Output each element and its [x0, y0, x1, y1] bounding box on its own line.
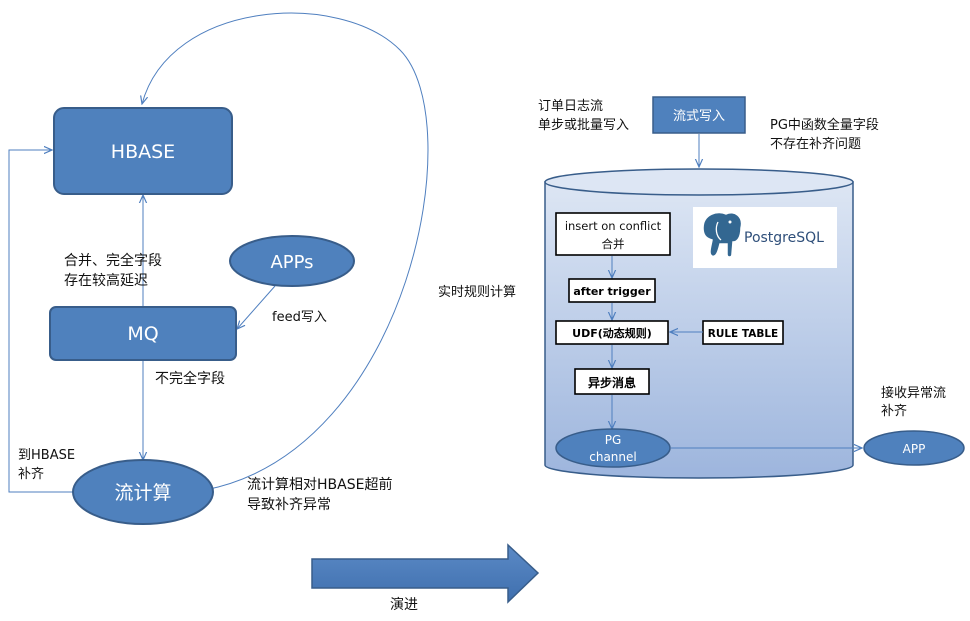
mq-label: MQ [127, 323, 158, 345]
stream-compute-node: 流计算 [72, 459, 214, 525]
pg-channel-line2: channel [589, 450, 636, 464]
stream-write-node: 流式写入 [652, 96, 746, 134]
rule-table-label: RULE TABLE [708, 328, 778, 340]
hbase-label: HBASE [111, 141, 175, 163]
feed-label: feed写入 [272, 310, 327, 325]
pg-note-line2: 不存在补齐问题 [770, 136, 861, 152]
after-trigger-box: after trigger [568, 278, 656, 303]
async-message-label: 异步消息 [588, 375, 636, 390]
apps-label: APPs [270, 252, 313, 273]
app-label: APP [903, 442, 926, 456]
realtime-rule-label: 实时规则计算 [438, 285, 516, 300]
receive-note-line2: 补齐 [881, 403, 907, 419]
stream-compute-label: 流计算 [114, 482, 171, 504]
evolution-label: 演进 [390, 597, 418, 613]
rule-table-box: RULE TABLE [702, 320, 784, 345]
insert-on-conflict-line1: insert on conflict [565, 219, 662, 233]
order-note-line2: 单步或批量写入 [538, 118, 629, 133]
postgresql-logo: PostgreSQL [693, 207, 837, 268]
insert-on-conflict-line2: 合并 [602, 237, 625, 251]
to-hbase-note-line1: 到HBASE [18, 448, 75, 463]
stream-note-line1: 流计算相对HBASE超前 [247, 476, 392, 493]
mq-node: MQ [49, 306, 237, 361]
elephant-icon [702, 211, 743, 258]
receive-note-line1: 接收异常流 [881, 385, 946, 401]
stream-note-line2: 导致补齐异常 [247, 497, 331, 513]
to-hbase-note-line2: 补齐 [18, 466, 44, 482]
loop-connector [142, 12, 429, 491]
incomplete-fields-label: 不完全字段 [155, 370, 225, 387]
udf-label: UDF(动态规则) [572, 326, 652, 340]
insert-on-conflict-box: insert on conflict 合并 [555, 212, 671, 256]
stream-write-label: 流式写入 [673, 109, 725, 124]
return-connector [8, 150, 74, 493]
evolution-arrow [311, 543, 540, 604]
app-node: APP [863, 430, 965, 466]
pg-channel-node: PG channel [555, 428, 671, 468]
merge-note-line1: 合并、完全字段 [64, 252, 162, 269]
after-trigger-label: after trigger [573, 285, 651, 298]
pg-note-line1: PG中函数全量字段 [770, 117, 879, 133]
async-message-box: 异步消息 [574, 368, 650, 395]
udf-box: UDF(动态规则) [555, 320, 669, 345]
pg-channel-line1: PG [605, 433, 622, 447]
hbase-node: HBASE [53, 107, 233, 195]
merge-note-line2: 存在较高延迟 [64, 272, 148, 289]
order-note-line1: 订单日志流 [538, 99, 603, 114]
apps-node: APPs [229, 235, 355, 287]
apps-to-mq-arrow [237, 285, 276, 329]
postgresql-logo-text: PostgreSQL [744, 230, 824, 246]
